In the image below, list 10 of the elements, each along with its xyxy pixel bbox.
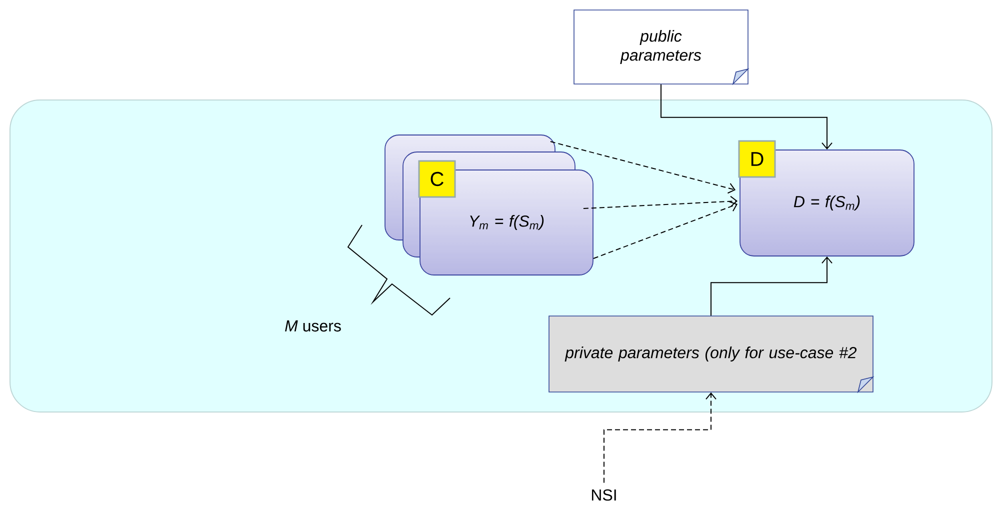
source-label: NSI (592, 489, 616, 501)
arrow (582, 196, 738, 209)
arrow (660, 84, 832, 150)
letter-badge: C (418, 160, 456, 198)
group-label: M users (285, 320, 341, 332)
letter-badge: D (738, 140, 776, 178)
arrow (592, 201, 738, 259)
arrow (710, 256, 832, 316)
arrow (550, 141, 736, 194)
arrow (604, 392, 716, 484)
